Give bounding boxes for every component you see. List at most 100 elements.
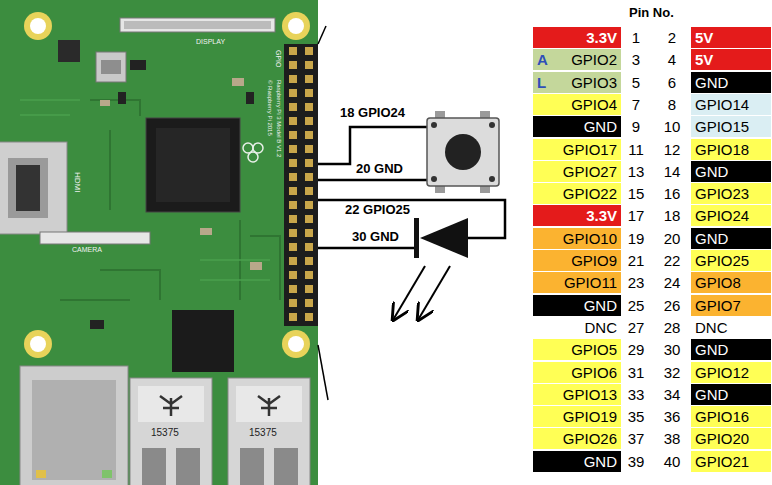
header-pin <box>305 243 313 251</box>
gpio-header <box>284 44 318 326</box>
pin-name: GPIO11 <box>533 272 621 293</box>
usb-symbol <box>258 396 280 416</box>
pin-name: DNC <box>533 317 621 338</box>
board-outline <box>318 345 328 400</box>
ethernet-led <box>102 470 112 478</box>
wire-label: 20 GND <box>356 162 403 177</box>
pin-name: 3.3V <box>533 27 621 48</box>
wire <box>318 179 427 182</box>
pin-name: GPIO9 <box>533 250 621 271</box>
mounting-hole <box>30 336 46 352</box>
pin-name: GPIO15 <box>691 116 771 137</box>
header-pin <box>289 173 297 181</box>
header-pin <box>289 285 297 293</box>
header-pin <box>305 271 313 279</box>
pin-number: 16 <box>658 183 686 204</box>
header-pin <box>305 89 313 97</box>
pin-name: GPIO22 <box>533 183 621 204</box>
pin-number: 6 <box>658 72 686 93</box>
pin-name: DNC <box>691 317 771 338</box>
header-pin <box>289 243 297 251</box>
pin-name: GND <box>691 384 771 405</box>
mounting-hole <box>288 18 304 34</box>
wire <box>318 247 416 250</box>
pcb-board <box>0 0 318 485</box>
header-pin <box>289 103 297 111</box>
led-symbol <box>414 218 419 258</box>
push-button <box>431 122 437 128</box>
pin-name: 5V <box>691 49 771 70</box>
pin-number: 30 <box>658 339 686 360</box>
header-pin <box>305 75 313 83</box>
header-pin <box>289 271 297 279</box>
pin-number: 35 <box>622 406 650 427</box>
mounting-hole <box>288 336 304 352</box>
pin-number: 36 <box>658 406 686 427</box>
usb-slot <box>142 448 166 485</box>
usb-marking: 15375 <box>249 427 277 439</box>
header-pins <box>289 47 313 321</box>
usb-port <box>130 378 212 485</box>
micro-usb-port <box>96 52 126 82</box>
header-pin <box>305 313 313 321</box>
header-pin <box>289 131 297 139</box>
header-pin <box>289 299 297 307</box>
header-pin <box>289 159 297 167</box>
ethernet-port <box>20 366 128 485</box>
header-pin <box>305 131 313 139</box>
pin-name: GPIO5 <box>533 339 621 360</box>
pin-name: GPIO18 <box>691 139 771 160</box>
pin-name: GND <box>691 339 771 360</box>
soc-chip <box>156 128 230 202</box>
pin-number: 37 <box>622 428 650 449</box>
display-connector <box>120 18 275 32</box>
pin-number: 29 <box>622 339 650 360</box>
smd-component <box>200 228 212 235</box>
usb-slot <box>176 448 200 485</box>
header-pin <box>289 201 297 209</box>
pin-name: GPIO3 <box>533 72 621 93</box>
pin-number: 1 <box>622 27 650 48</box>
mounting-hole <box>282 12 310 40</box>
pin-number: 4 <box>658 49 686 70</box>
pin-name: GPIO17 <box>533 139 621 160</box>
header-pin <box>289 89 297 97</box>
pin-name: GPIO27 <box>533 161 621 182</box>
pin-number: 31 <box>622 362 650 383</box>
pin-number: 27 <box>622 317 650 338</box>
push-button <box>445 134 481 170</box>
mounting-hole <box>30 18 46 34</box>
hdmi-port <box>16 165 40 211</box>
smd-component <box>90 320 104 329</box>
pin-name: GPIO12 <box>691 362 771 383</box>
pin-name: GPIO24 <box>691 205 771 226</box>
raspberry-logo <box>248 152 258 162</box>
wire-label: 18 GPIO24 <box>340 106 405 121</box>
pin-name: GND <box>533 451 621 472</box>
pin-name: 3.3V <box>533 205 621 226</box>
pin-name: GND <box>691 228 771 249</box>
pin-name: GND <box>691 161 771 182</box>
header-pin <box>305 117 313 125</box>
mounting-hole <box>24 330 52 358</box>
usb-port <box>138 386 204 422</box>
pin-number: 32 <box>658 362 686 383</box>
smd-component <box>246 92 254 104</box>
pin-number: 21 <box>622 250 650 271</box>
smd-component <box>118 92 126 104</box>
pin-name: GND <box>533 116 621 137</box>
pin-number: 15 <box>622 183 650 204</box>
pin-number: 17 <box>622 205 650 226</box>
pin-name: GPIO7 <box>691 295 771 316</box>
soc-chip <box>146 118 240 212</box>
ethernet-port <box>32 380 116 480</box>
pin-number: 10 <box>658 116 686 137</box>
pin-name: GPIO23 <box>691 183 771 204</box>
header-pin <box>289 187 297 195</box>
smd-component <box>232 78 244 86</box>
camera-connector <box>40 232 150 244</box>
push-button <box>431 176 437 182</box>
regulator-chip <box>58 40 80 62</box>
pin-name: GND <box>691 72 771 93</box>
